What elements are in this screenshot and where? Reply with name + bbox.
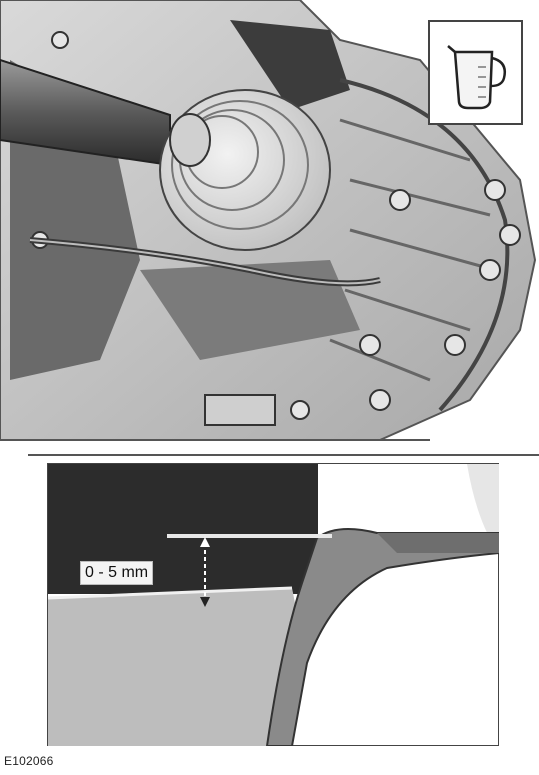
level-measurement-arrow [200,537,210,607]
fluid-level-label: 0 - 5 mm [80,561,154,585]
fluid-icon-box [428,20,523,125]
figure-id: E102066 [4,754,54,768]
pipe-line-highlight [29,239,381,285]
measuring-jug-icon [447,45,506,110]
casing-shadow-top [230,20,350,110]
casing-ribs [329,118,496,382]
housing-light-area [317,464,499,553]
flange-outline [339,78,510,412]
fill-plug [204,394,276,426]
transmission-housing-illustration [0,0,537,441]
fluid-level-detail [47,463,499,746]
casing-shadow-center [140,260,360,360]
fluid-surface [47,586,293,600]
filler-hole-lip [377,533,499,553]
section-divider [28,454,539,456]
cv-boot [159,89,331,251]
fluid-body [48,588,297,746]
filler-hole-edge [265,528,499,746]
